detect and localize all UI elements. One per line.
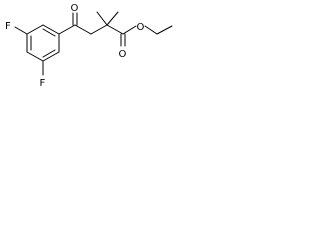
ring-bond <box>42 24 60 35</box>
atom-labels: O O O F F <box>5 3 145 89</box>
ring-bond <box>42 51 60 62</box>
chain-bond <box>74 24 92 35</box>
fluorine-lower-label: F <box>40 78 46 89</box>
methyl-bond <box>106 11 119 26</box>
ring-bond <box>26 24 44 35</box>
fluorine-upper-label: F <box>5 21 11 32</box>
ring-inner-double-bond <box>42 28 56 37</box>
oxygen-ketone-label: O <box>71 3 79 14</box>
chain-bond <box>90 24 108 35</box>
ethyl-bond <box>156 25 173 35</box>
methyl-bond <box>96 11 108 26</box>
chain-bond <box>106 24 124 35</box>
oxygen-ester-carbonyl-label: O <box>119 49 127 60</box>
aryl-carbonyl-bond <box>58 24 76 35</box>
ethyl-bond <box>144 25 158 35</box>
f-upper-bond <box>14 26 28 35</box>
structural-formula: O O O F F <box>5 3 173 89</box>
ring-bond <box>26 51 44 62</box>
ring-inner-double-bond <box>42 49 56 58</box>
aromatic-ring <box>26 24 60 62</box>
substituent-bonds <box>14 11 173 76</box>
oxygen-ester-ether-label: O <box>137 22 145 33</box>
ester-single-bond <box>122 25 137 35</box>
